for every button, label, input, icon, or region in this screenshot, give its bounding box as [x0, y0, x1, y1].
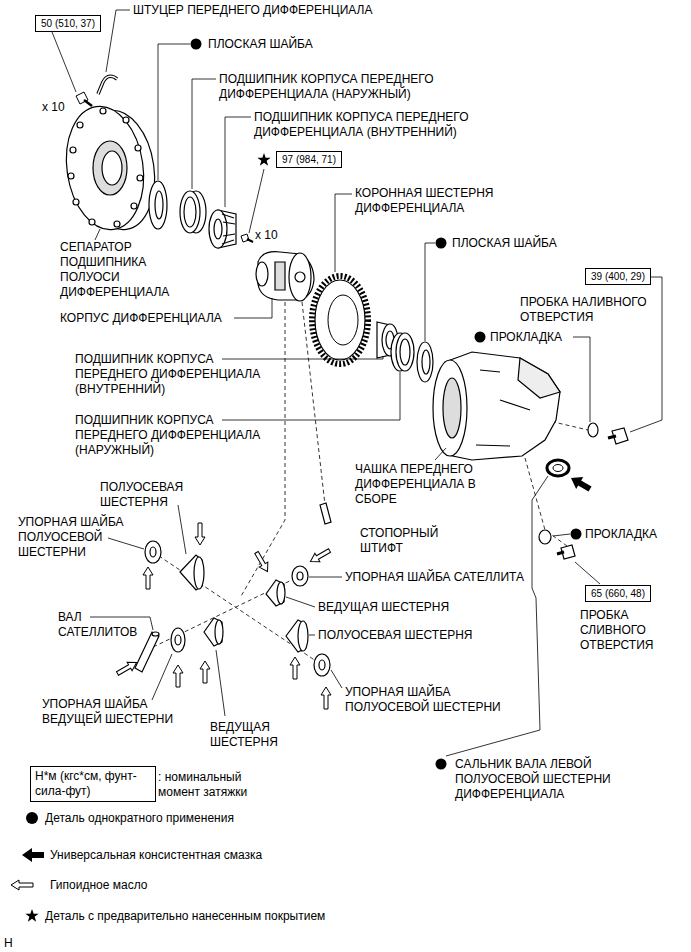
drain-plug — [539, 530, 575, 559]
differential-case — [256, 252, 314, 301]
torque-box: 39 (400, 29) — [585, 268, 651, 285]
part-label: ПЛОСКАЯ ШАЙБА — [208, 37, 358, 52]
part-label: СЕПАРАТОР ПОДШИПНИКА ПОЛУОСИ ДИФФЕРЕНЦИА… — [60, 240, 180, 300]
part-label: ПОДШИПНИК КОРПУСА ПЕРЕДНЕГО ДИФФЕРЕНЦИАЛ… — [219, 72, 444, 102]
part-label: КОРОННАЯ ШЕСТЕРНЯ ДИФФЕРЕНЦИАЛА — [355, 186, 515, 216]
oil-seal — [547, 460, 569, 476]
grease-arrow — [568, 472, 594, 495]
quantity-note: x 10 — [42, 100, 82, 115]
part-label: ВЕДУЩАЯ ШЕСТЕРНЯ — [318, 600, 518, 615]
legend-samples — [11, 812, 44, 922]
torque-value: 97 (984, 71) — [282, 153, 336, 166]
oil-arrow — [115, 523, 332, 709]
bearing-inner-cone — [209, 210, 236, 248]
pinion-shaft — [135, 632, 159, 672]
single-use-mark — [191, 39, 582, 770]
bearing-outer-race — [180, 191, 206, 233]
legend-text: Деталь с предварительно нанесенным покры… — [45, 909, 465, 924]
part-label: УПОРНАЯ ШАЙБА САТЕЛЛИТА — [345, 570, 565, 585]
precoated-mark — [257, 153, 270, 166]
fill-plug — [588, 423, 628, 444]
torque-value: 65 (660, 48) — [591, 587, 645, 600]
part-label: ШТУЦЕР ПЕРЕДНЕГО ДИФФЕРЕНЦИАЛА — [133, 3, 413, 18]
part-label: СТОПОРНЫЙ ШТИФТ — [360, 526, 455, 556]
ring-gear — [312, 276, 368, 364]
legend-text: Гипоидное масло — [50, 878, 350, 893]
leader-lines — [52, 10, 662, 756]
part-label: ПОДШИПНИК КОРПУСА ПЕРЕДНЕГО ДИФФЕРЕНЦИАЛ… — [254, 110, 479, 140]
part-label: ВАЛ САТЕЛЛИТОВ — [58, 610, 153, 640]
torque-value: 50 (510, 37) — [41, 17, 95, 30]
figure-code: H — [4, 936, 34, 951]
part-label: ЧАШКА ПЕРЕДНЕГО ДИФФЕРЕНЦИАЛА В СБОРЕ — [355, 462, 487, 507]
part-label: КОРПУС ДИФФЕРЕНЦИАЛА — [60, 311, 260, 326]
bearing-outer-race — [391, 333, 414, 371]
differential-carrier — [433, 352, 560, 460]
bearing-retainer — [59, 101, 162, 234]
part-label: ПРОБКА СЛИВНОГО ОТВЕРСТИЯ — [580, 608, 675, 653]
torque-box: 65 (660, 48) — [585, 585, 651, 602]
unit-key-box: Н*м (кгс*см, фунт-сила-фут) — [30, 766, 156, 802]
part-label: ПРОКЛАДКА — [585, 527, 685, 542]
part-label: ПОЛУОСЕВАЯ ШЕСТЕРНЯ — [318, 628, 518, 643]
flat-washer — [417, 342, 433, 382]
torque-value: 39 (400, 29) — [591, 270, 645, 283]
part-label: САЛЬНИК ВАЛА ЛЕВОЙ ПОЛУОСЕВОЙ ШЕСТЕРНИ Д… — [455, 757, 630, 802]
pinion-pin — [320, 503, 331, 524]
pinion-gear — [204, 580, 285, 646]
part-label: УПОРНАЯ ШАЙБА ПОЛУОСЕВОЙ ШЕСТЕРНИ — [345, 685, 520, 715]
part-label: ПОДШИПНИК КОРПУСА ПЕРЕДНЕГО ДИФФЕРЕНЦИАЛ… — [75, 413, 285, 458]
legend-text: : номинальный момент затяжки — [158, 770, 270, 800]
part-label: ВЕДУЩАЯ ШЕСТЕРНЯ — [210, 720, 290, 750]
quantity-note: x 10 — [255, 228, 295, 243]
legend-text: Деталь однократного применения — [45, 811, 465, 826]
breather-fitting — [98, 76, 117, 94]
flat-washer — [149, 181, 167, 229]
torque-box: 50 (510, 37) — [35, 15, 101, 32]
bolt — [76, 92, 92, 106]
part-label: УПОРНАЯ ШАЙБА ПОЛУОСЕВОЙ ШЕСТЕРНИ — [18, 515, 130, 560]
ring-gear-bolt — [241, 234, 253, 242]
part-label: ПОДШИПНИК КОРПУСА ПЕРЕДНЕГО ДИФФЕРЕНЦИАЛ… — [75, 352, 285, 397]
torque-value: Н*м (кгс*см, фунт-сила-фут) — [35, 769, 151, 799]
torque-box: 97 (984, 71) — [276, 151, 342, 168]
legend-text: Универсальная консистентная смазка — [50, 848, 470, 863]
part-label: УПОРНАЯ ШАЙБА ВЕДУЩЕЙ ШЕСТЕРНИ — [42, 697, 192, 727]
thrust-washer — [145, 541, 330, 676]
side-gear — [180, 555, 308, 652]
part-label: ПРОБКА НАЛИВНОГО ОТВЕРСТИЯ — [520, 295, 670, 325]
part-label: ПЛОСКАЯ ШАЙБА — [452, 236, 602, 251]
part-label: ПРОКЛАДКА — [490, 330, 590, 345]
part-label: ПОЛУОСЕВАЯ ШЕСТЕРНЯ — [100, 480, 210, 510]
